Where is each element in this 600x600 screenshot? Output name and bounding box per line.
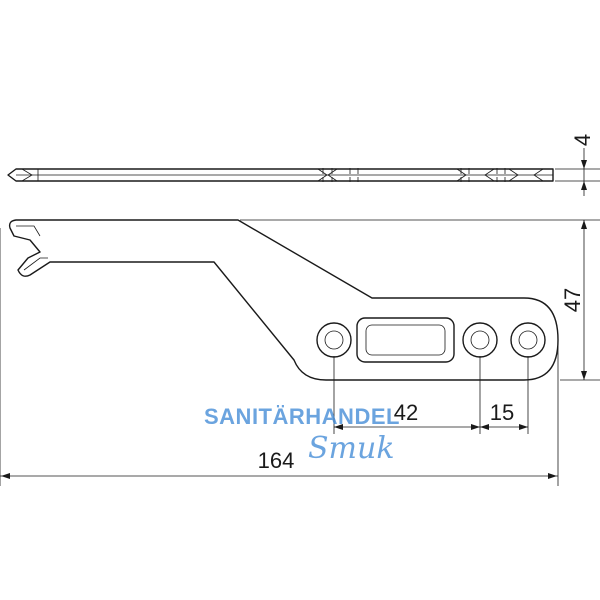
dimension-hole-spacing-b-label: 15 [490,400,514,425]
middle-hole [462,322,498,358]
watermark-line1: SANITÄRHANDEL [204,404,400,429]
right-hole [510,322,546,358]
left-hole [316,322,352,358]
dimension-height-label: 47 [560,288,585,312]
dimension-thickness-label: 4 [570,134,595,146]
dimension-overall-length-label: 164 [258,448,295,473]
dimension-height: 47 [240,219,600,381]
edge-view [7,168,554,182]
watermark-line2: Smuk [308,431,395,466]
dimension-hole-spacing: 42 15 [333,356,529,434]
dimension-overall-length: 164 [0,228,559,486]
front-view [8,219,559,381]
watermark-logo: SANITÄRHANDEL Smuk [204,404,400,466]
dimension-thickness: 4 [555,134,600,196]
dimension-hole-spacing-a-label: 42 [394,400,418,425]
slot [356,317,455,363]
